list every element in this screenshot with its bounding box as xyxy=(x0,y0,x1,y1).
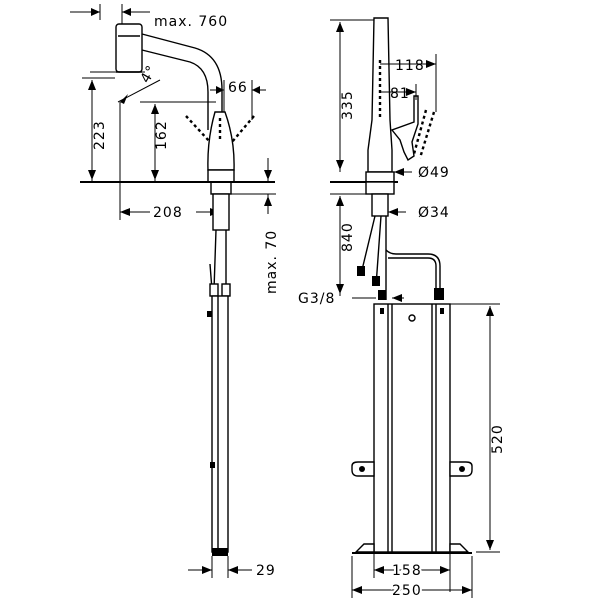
label-angle: 4° xyxy=(138,62,161,86)
front-shank xyxy=(371,193,389,217)
faucet-front-body xyxy=(367,17,393,173)
spray-pattern-left xyxy=(185,115,211,143)
front-view: 335 118 81 Ø49 Ø34 xyxy=(298,17,506,600)
label-hose-length: 840 xyxy=(340,222,356,252)
label-spray-offset: 66 xyxy=(228,80,248,96)
spout-arm-outer xyxy=(141,33,223,130)
hose-guide xyxy=(211,295,229,553)
spout-arm-inner xyxy=(141,49,209,130)
label-diameter-49: Ø49 xyxy=(418,165,450,181)
arrow xyxy=(91,8,100,16)
label-height-335: 335 xyxy=(340,90,356,120)
supply-hoses xyxy=(361,215,387,300)
mount-ring xyxy=(210,181,232,195)
shank xyxy=(212,193,230,231)
label-height-spout: 162 xyxy=(154,120,170,150)
label-width-118: 118 xyxy=(395,58,425,74)
label-box-inner-width: 158 xyxy=(392,563,422,579)
hose-housing xyxy=(373,303,451,553)
label-max-thickness: max. 70 xyxy=(264,230,280,294)
pullout-hose-loop xyxy=(385,249,441,296)
label-width-81: 81 xyxy=(390,86,410,102)
label-box-outer-width: 250 xyxy=(392,583,422,599)
spray-head xyxy=(115,23,143,73)
label-height-total: 223 xyxy=(92,120,108,150)
lever-handle xyxy=(390,95,419,162)
label-max-reach: max. 760 xyxy=(154,14,228,30)
spray-pattern-right xyxy=(231,115,255,143)
lever-alt-position xyxy=(412,109,428,155)
label-reach: 208 xyxy=(153,205,183,221)
label-box-height: 520 xyxy=(490,424,506,454)
side-view: max. 760 4° 66 2 xyxy=(70,4,280,579)
hose-weight xyxy=(212,548,228,556)
faucet-front-base xyxy=(365,171,395,183)
label-diameter-34: Ø34 xyxy=(418,205,450,221)
label-hose-width: 29 xyxy=(256,563,276,579)
faucet-base xyxy=(207,169,235,183)
label-thread: G3/8 xyxy=(298,291,335,307)
